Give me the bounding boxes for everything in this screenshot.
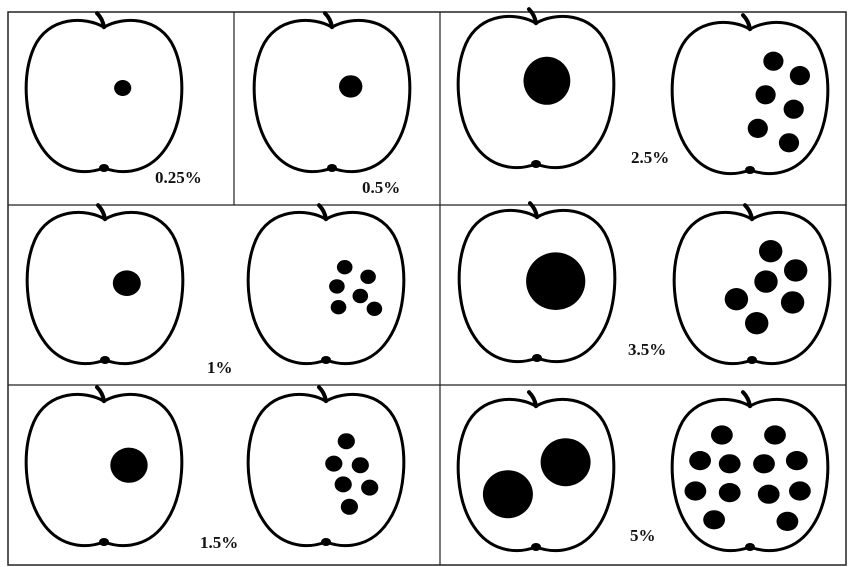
lesion-spot-6: [786, 451, 808, 470]
lesion-spot-3: [352, 457, 369, 473]
lesion-spot-5: [753, 454, 775, 473]
apple-calyx: [745, 543, 755, 551]
apple-p35-2: [674, 205, 830, 364]
apple-p25-1: [458, 9, 614, 168]
apple-calyx: [327, 164, 337, 172]
apple-calyx: [321, 538, 331, 546]
label-5-percent: 5%: [630, 526, 656, 545]
label-1-percent: 1%: [207, 358, 233, 377]
lesion-spot-5: [748, 119, 768, 138]
lesion-spot-10: [789, 481, 811, 500]
lesion-spot-1: [526, 252, 585, 310]
apple-calyx: [99, 164, 109, 172]
lesion-spot-1: [113, 270, 141, 296]
lesion-spot-8: [719, 483, 741, 502]
lesion-spot-1: [337, 260, 353, 274]
apple-outline: [254, 20, 410, 171]
lesion-spot-6: [341, 499, 358, 515]
lesion-spot-1: [339, 75, 362, 97]
apple-calyx: [531, 160, 541, 168]
apple-p5-2: [672, 392, 828, 551]
lesion-spot-1: [110, 448, 147, 483]
lesion-spot-4: [725, 288, 748, 310]
lesion-spot-1: [338, 433, 355, 449]
lesion-spot-5: [331, 300, 347, 314]
lesion-spot-9: [758, 485, 780, 504]
lesion-spot-2: [790, 66, 810, 85]
lesion-spot-3: [689, 451, 711, 470]
lesion-spot-2: [483, 470, 533, 518]
apple-calyx: [747, 356, 757, 364]
lesion-spot-1: [759, 240, 782, 262]
apple-outline: [674, 212, 830, 363]
apple-outline: [27, 212, 183, 363]
lesion-spot-6: [779, 133, 799, 152]
apple-calyx: [745, 166, 755, 174]
apple-p25-2: [672, 15, 828, 174]
apple-outline: [458, 399, 614, 550]
lesion-spot-6: [367, 302, 383, 316]
apple-outline: [672, 399, 828, 550]
label-0-5-percent: 0.5%: [362, 178, 400, 197]
lesion-spot-7: [685, 481, 707, 500]
apple-outline: [248, 212, 404, 363]
label-3-5-percent: 3.5%: [628, 340, 666, 359]
lesion-spot-3: [329, 279, 345, 293]
apple-outline: [26, 394, 182, 545]
label-1-5-percent: 1.5%: [200, 533, 238, 552]
lesion-spot-4: [335, 476, 352, 492]
apple-calyx: [100, 356, 110, 364]
apple-p025-1: [26, 13, 182, 172]
lesion-spot-2: [764, 425, 786, 444]
lesion-spot-3: [756, 85, 776, 104]
apple-p5-1: [458, 392, 614, 551]
apple-outline: [26, 20, 182, 171]
apple-calyx: [531, 543, 541, 551]
apple-calyx: [532, 354, 542, 362]
label-2-5-percent: 2.5%: [631, 148, 669, 167]
lesion-spot-1: [711, 425, 733, 444]
lesion-spot-1: [763, 52, 783, 71]
lesion-spot-3: [754, 270, 777, 292]
lesion-spot-5: [781, 291, 804, 313]
apple-p1-1: [27, 205, 183, 364]
lesion-spot-11: [703, 510, 725, 529]
lesion-spot-4: [353, 289, 369, 303]
apple-calyx: [99, 538, 109, 546]
lesion-spot-4: [719, 454, 741, 473]
lesion-spot-2: [325, 456, 342, 472]
apple-p05-1: [254, 13, 410, 172]
lesion-spot-4: [784, 100, 804, 119]
lesion-spot-6: [745, 312, 768, 334]
apple-p1-2: [248, 205, 404, 364]
apples-layer: [26, 9, 830, 551]
lesion-spot-2: [784, 259, 807, 281]
lesion-spot-1: [541, 438, 591, 486]
apple-outline: [248, 394, 404, 545]
apple-p35-1: [459, 203, 615, 362]
apple-calyx: [321, 356, 331, 364]
label-0-25-percent: 0.25%: [155, 168, 202, 187]
apple-p15-2: [248, 387, 404, 546]
lesion-spot-1: [114, 80, 131, 96]
apple-outline: [672, 22, 828, 173]
lesion-spot-12: [777, 512, 799, 531]
apple-p15-1: [26, 387, 182, 546]
lesion-spot-5: [361, 480, 378, 496]
lesion-spot-1: [524, 57, 571, 105]
lesion-spot-2: [360, 270, 376, 284]
